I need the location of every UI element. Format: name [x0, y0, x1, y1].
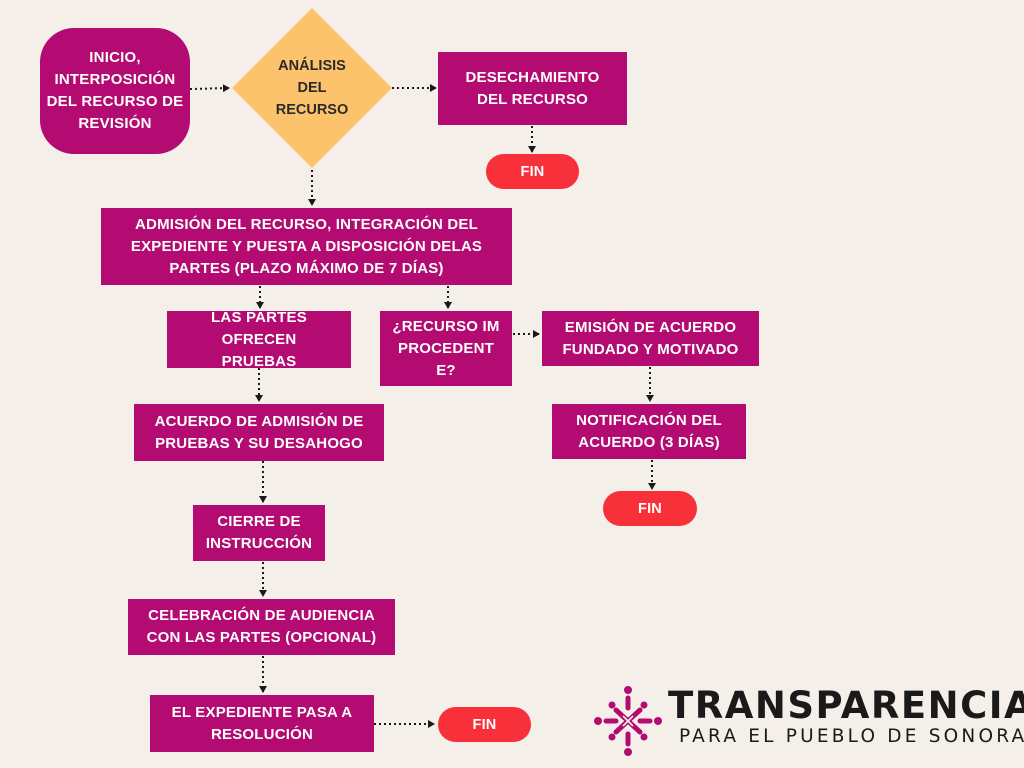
acuerdo-pruebas-label: ACUERDO DE ADMISIÓN DE PRUEBAS Y SU DESA…	[154, 412, 364, 452]
woven-diamond-logo-icon	[594, 686, 662, 756]
end-node-1-label: FIN	[520, 163, 545, 180]
partes-pruebas-node: LAS PARTES OFRECEN PRUEBAS	[167, 309, 351, 370]
end-node-2-label: FIN	[638, 500, 662, 517]
audiencia-node: CELEBRACIÓN DE AUDIENCIA CON LAS PARTES …	[128, 599, 395, 655]
acuerdo-pruebas-node: ACUERDO DE ADMISIÓN DE PRUEBAS Y SU DESA…	[134, 404, 384, 461]
start-node: INICIO, INTERPOSICIÓN DEL RECURSO DE REV…	[40, 28, 190, 154]
improcedente-label: ¿RECURSO IMPROCEDENTE?	[392, 317, 500, 379]
desechamiento-label: DESECHAMIENTO DEL RECURSO	[465, 68, 600, 108]
admision-node: ADMISIÓN DEL RECURSO, INTEGRACIÓN DEL EX…	[101, 208, 512, 285]
notificacion-node: NOTIFICACIÓN DEL ACUERDO (3 DÍAS)	[552, 404, 746, 459]
arrow-inicio-to-analisis	[189, 84, 230, 93]
emision-label: EMISIÓN DE ACUERDO FUNDADO Y MOTIVADO	[562, 318, 739, 358]
improcedente-node: ¿RECURSO IMPROCEDENTE?	[380, 311, 512, 386]
resolucion-node: EL EXPEDIENTE PASA A RESOLUCIÓN	[150, 695, 374, 752]
end-node-3: FIN	[438, 707, 531, 742]
brand-subtitle: PARA EL PUEBLO DE SONORA	[679, 726, 1024, 747]
partes-pruebas-label: LAS PARTES OFRECEN PRUEBAS	[211, 308, 307, 370]
diamond-shape	[232, 8, 392, 168]
start-node-label: INICIO, INTERPOSICIÓN DEL RECURSO DE REV…	[46, 49, 184, 132]
resolucion-label: EL EXPEDIENTE PASA A RESOLUCIÓN	[171, 703, 353, 743]
end-node-1: FIN	[486, 154, 579, 189]
notificacion-label: NOTIFICACIÓN DEL ACUERDO (3 DÍAS)	[576, 411, 722, 451]
end-node-2: FIN	[603, 491, 697, 526]
decision-analisis-label: ANÁLISIS DEL RECURSO	[275, 58, 349, 118]
end-node-3-label: FIN	[472, 716, 497, 733]
desechamiento-node: DESECHAMIENTO DEL RECURSO	[438, 52, 627, 125]
emision-node: EMISIÓN DE ACUERDO FUNDADO Y MOTIVADO	[542, 311, 759, 366]
admision-label: ADMISIÓN DEL RECURSO, INTEGRACIÓN DEL EX…	[130, 215, 483, 277]
decision-analisis: ANÁLISIS DEL RECURSO	[232, 8, 392, 168]
brand-title: TRANSPARENCIA	[668, 684, 1024, 727]
cierre-node: CIERRE DE INSTRUCCIÓN	[193, 505, 325, 561]
cierre-label: CIERRE DE INSTRUCCIÓN	[205, 513, 313, 552]
audiencia-label: CELEBRACIÓN DE AUDIENCIA CON LAS PARTES …	[146, 607, 377, 646]
